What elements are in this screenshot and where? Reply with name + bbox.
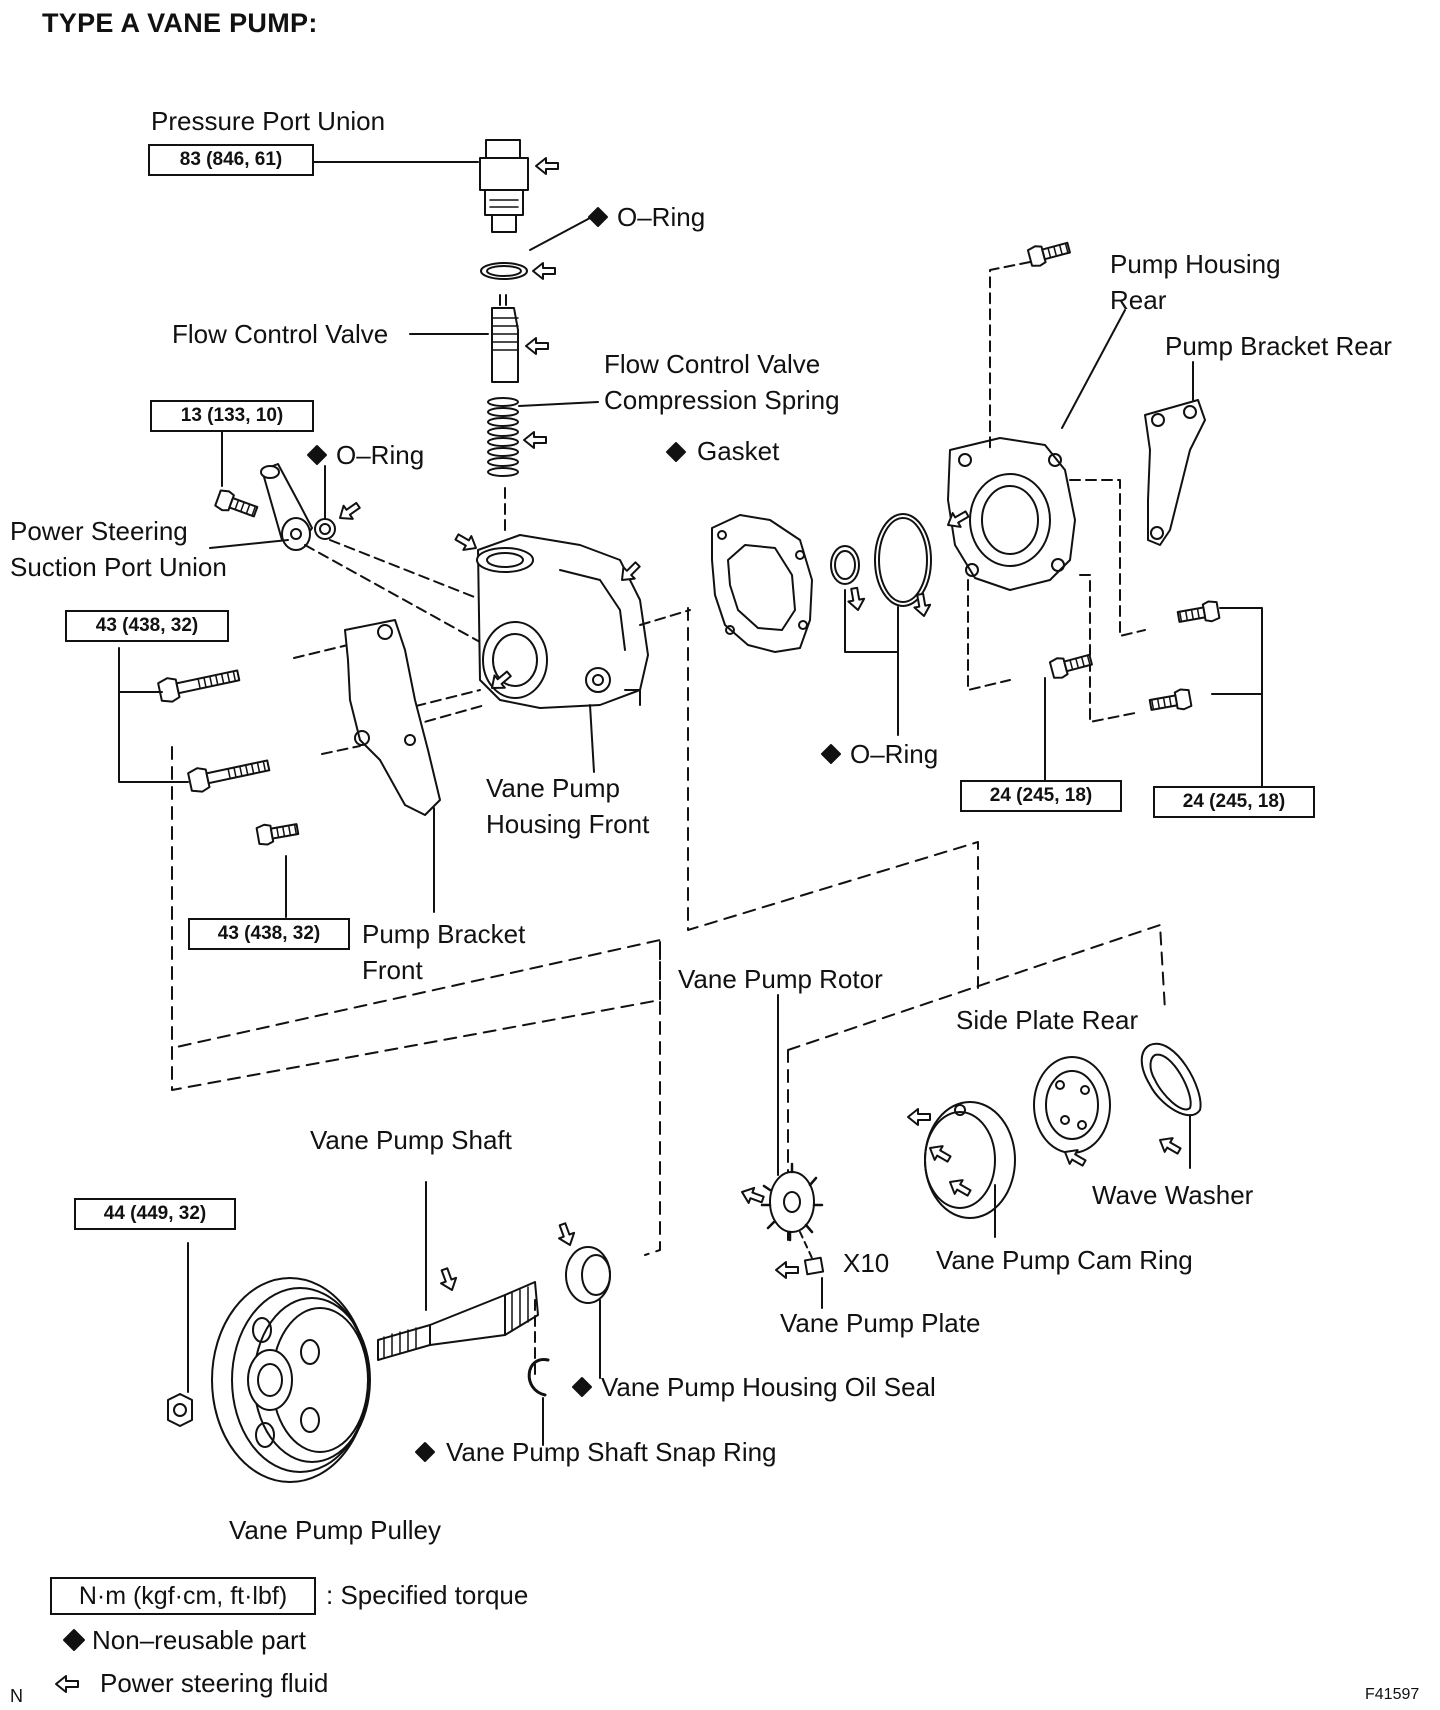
torque-bracket-front-bolt: 43 (438, 32) [188, 918, 350, 950]
label-suction-line1: Power Steering [10, 516, 188, 546]
label-pulley: Vane Pump Pulley [229, 1515, 441, 1545]
vane-pump-rotor-drawing [760, 1162, 824, 1242]
gasket-drawing [711, 514, 813, 653]
label-shaft: Vane Pump Shaft [310, 1125, 512, 1155]
torque-bracket-rear-bolts: 24 (245, 18) [1153, 786, 1315, 818]
label-fcv-spring-line1: Flow Control Valve [604, 349, 821, 379]
torque-pressure-port-union: 83 (846, 61) [148, 144, 314, 176]
label-gasket: Gasket [697, 436, 780, 466]
oil-seal-drawing [565, 1246, 611, 1304]
legend-diamond-drawing [63, 1629, 85, 1651]
label-o-ring-3: O–Ring [850, 739, 939, 769]
compression-spring-drawing [487, 397, 519, 477]
label-o-ring-1: O–Ring [617, 202, 706, 232]
label-oil-seal: Vane Pump Housing Oil Seal [601, 1372, 936, 1402]
label-wave-washer: Wave Washer [1092, 1180, 1254, 1210]
snap-ring-drawing [527, 1358, 550, 1397]
pump-bracket-front-drawing [344, 619, 441, 816]
legend-torque-unit-box: N·m (kgf·cm, ft·lbf) [50, 1577, 316, 1615]
o-ring-3b-drawing [874, 513, 932, 607]
label-snap-ring: Vane Pump Shaft Snap Ring [446, 1437, 777, 1467]
torque-bracket-bolts: 43 (438, 32) [65, 610, 229, 642]
label-pump-bracket-rear: Pump Bracket Rear [1165, 331, 1392, 361]
label-bracket-front-line1: Pump Bracket [362, 919, 526, 949]
pulley-nut-drawing [167, 1393, 193, 1427]
flow-control-valve-drawing [491, 294, 519, 383]
footer-left-mark: N [10, 1686, 23, 1706]
legend-non-reusable: Non–reusable part [92, 1625, 306, 1655]
label-fcv-spring-line2: Compression Spring [604, 385, 840, 415]
vane-plate-drawing [803, 1256, 825, 1276]
pump-housing-rear-drawing [947, 437, 1076, 591]
pressure-port-union-drawing [479, 139, 529, 233]
pump-bracket-rear-drawing [1144, 399, 1206, 546]
vane-pump-pulley-drawing [211, 1277, 371, 1483]
vane-pump-shaft-drawing [377, 1281, 539, 1361]
label-flow-control-valve: Flow Control Valve [172, 319, 389, 349]
legend-fluid: Power steering fluid [100, 1668, 329, 1698]
label-x10: X10 [843, 1248, 890, 1278]
legend-torque-desc: : Specified torque [326, 1580, 529, 1610]
label-bracket-front-line2: Front [362, 955, 423, 985]
torque-housing-rear-bolt: 24 (245, 18) [960, 780, 1122, 812]
label-suction-line2: Suction Port Union [10, 552, 227, 582]
label-pump-housing-rear-line1: Pump Housing [1110, 249, 1281, 279]
label-rotor: Vane Pump Rotor [678, 964, 883, 994]
label-pump-housing-rear-line2: Rear [1110, 285, 1167, 315]
label-housing-front-line2: Housing Front [486, 809, 650, 839]
vane-pump-cam-ring-drawing [924, 1101, 1016, 1219]
diagram-title: TYPE A VANE PUMP: [42, 8, 318, 38]
label-side-plate-rear: Side Plate Rear [956, 1005, 1139, 1035]
label-plate: Vane Pump Plate [780, 1308, 981, 1338]
torque-pulley-nut: 44 (449, 32) [74, 1198, 236, 1230]
label-housing-front-line1: Vane Pump [486, 773, 620, 803]
label-cam-ring: Vane Pump Cam Ring [936, 1245, 1193, 1275]
figure-code: F41597 [1365, 1686, 1420, 1703]
label-o-ring-2: O–Ring [336, 440, 425, 470]
wave-washer-drawing [1140, 1042, 1202, 1117]
label-pressure-port-union: Pressure Port Union [151, 106, 386, 136]
suction-port-union-drawing [260, 463, 336, 551]
torque-suction-port-bolt: 13 (133, 10) [150, 400, 314, 432]
o-ring-3a-drawing [830, 545, 860, 585]
o-ring-1-drawing [480, 262, 528, 280]
side-plate-rear-drawing [1033, 1056, 1111, 1154]
